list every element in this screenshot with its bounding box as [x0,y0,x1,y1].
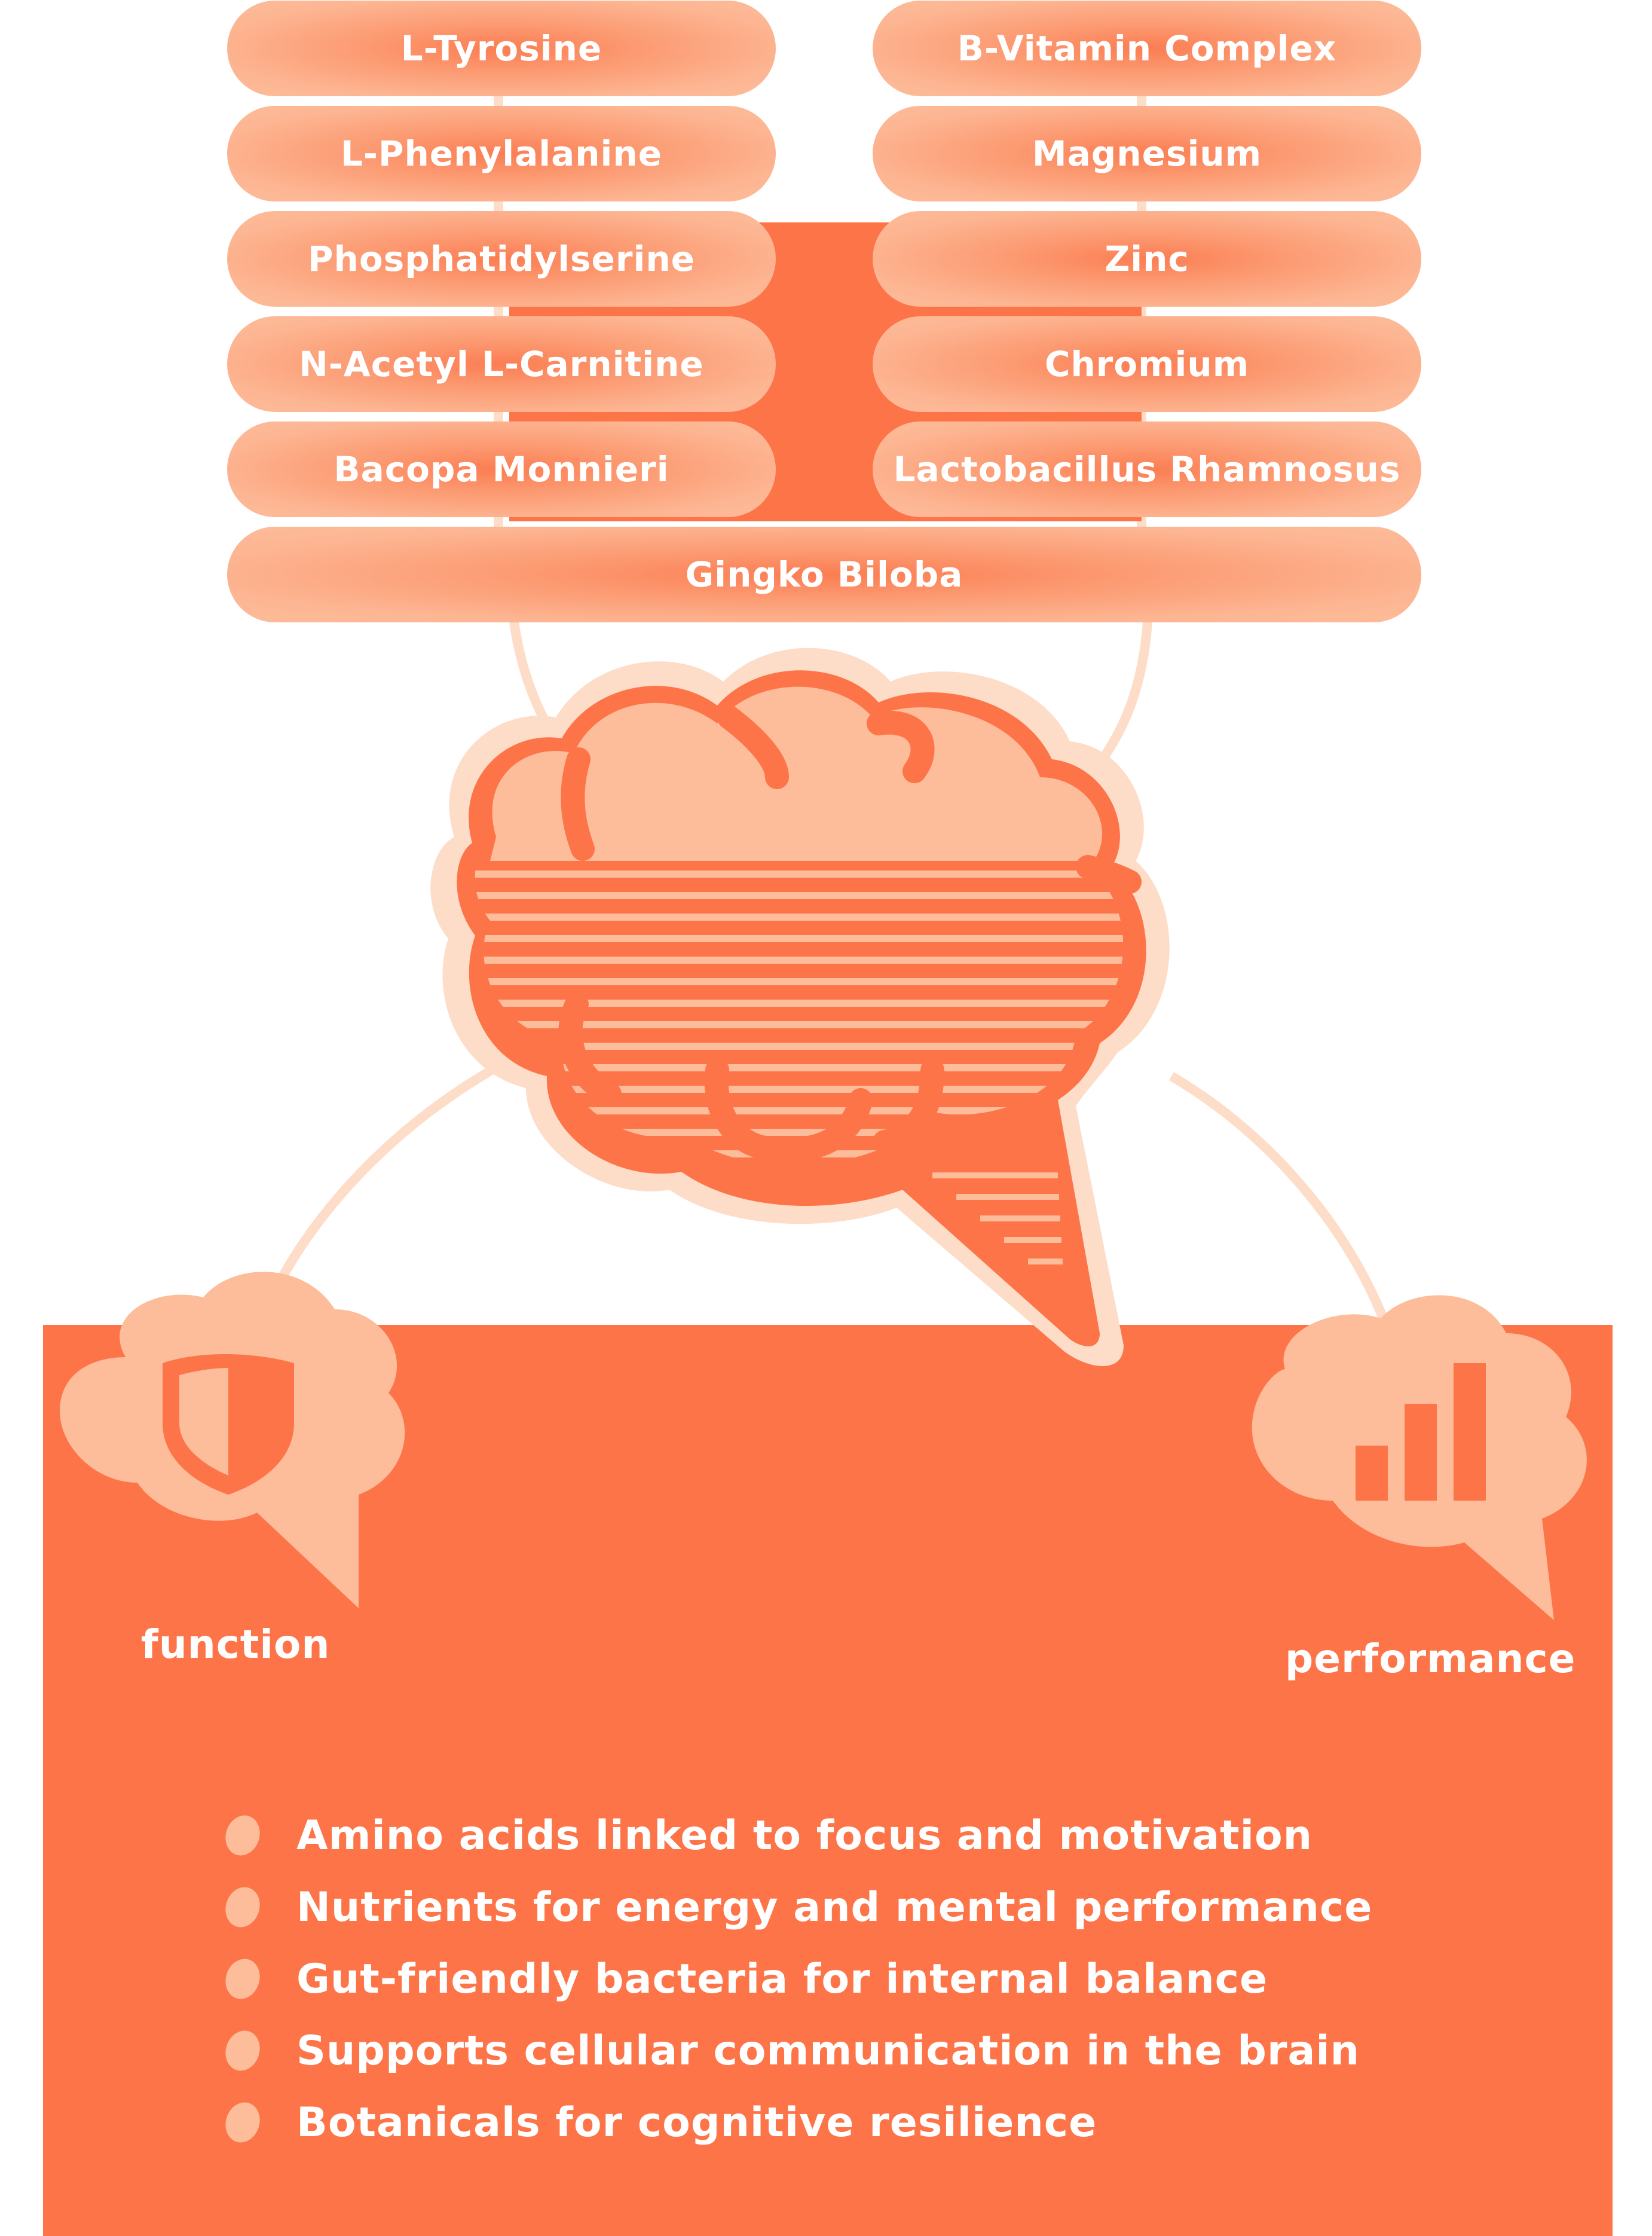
brain-speech-bubble-icon [430,647,1170,1366]
ingredient-pill: Zinc [873,211,1421,307]
bar-chart-icon [1356,1363,1486,1501]
shield-speech-bubble-icon [60,1272,405,1608]
ingredient-label: Phosphatidylserine [308,239,695,279]
ingredient-label: B-Vitamin Complex [957,28,1337,69]
ingredient-label: Zinc [1105,239,1189,279]
shield-icon [163,1354,294,1495]
ingredient-label: Chromium [1044,344,1250,384]
ingredient-pill: L-Tyrosine [227,1,776,96]
ingredient-pill: L-Phenylalanine [227,106,776,201]
ingredient-pill: Chromium [873,316,1421,412]
benefit-text: Nutrients for energy and mental performa… [296,1883,1373,1931]
benefit-text: Gut-friendly bacteria for internal balan… [296,1955,1268,2003]
ingredient-label: N-Acetyl L-Carnitine [299,344,704,384]
ingredient-pill: B-Vitamin Complex [873,1,1421,96]
ingredient-pill: Bacopa Monnieri [227,421,776,517]
function-label: function [141,1621,331,1667]
benefit-item: Nutrients for energy and mental performa… [220,1877,1373,1937]
ingredient-label: Gingko Biloba [685,554,963,595]
ingredient-label: Lactobacillus Rhamnosus [893,449,1401,490]
ingredient-pill: N-Acetyl L-Carnitine [227,316,776,412]
benefit-item: Supports cellular communication in the b… [220,2021,1360,2081]
ingredient-pill: Magnesium [873,106,1421,201]
bullet-icon [220,2026,265,2075]
ingredient-label: Bacopa Monnieri [334,449,669,490]
bullet-icon [220,1954,265,2003]
tail-stripes [932,1172,1063,1264]
ingredient-pill-wide: Gingko Biloba [227,527,1421,622]
bullet-icon [220,1883,265,1932]
chart-speech-bubble-icon [1252,1295,1587,1620]
ingredient-pill: Phosphatidylserine [227,211,776,307]
benefit-text: Botanicals for cognitive resilience [296,2098,1097,2146]
brain-folds [558,705,1142,1161]
benefit-item: Gut-friendly bacteria for internal balan… [220,1949,1268,2009]
bullet-icon [220,2098,265,2147]
ingredient-label: Magnesium [1032,133,1262,174]
bullet-icon [220,1811,265,1860]
benefit-item: Botanicals for cognitive resilience [220,2093,1097,2152]
benefit-text: Supports cellular communication in the b… [296,2027,1360,2075]
ingredient-pill: Lactobacillus Rhamnosus [873,421,1421,517]
ingredient-label: L-Tyrosine [400,28,602,69]
ingredient-label: L-Phenylalanine [340,133,663,174]
benefit-text: Amino acids linked to focus and motivati… [296,1812,1313,1859]
performance-label: performance [1285,1636,1576,1682]
benefit-item: Amino acids linked to focus and motivati… [220,1806,1313,1865]
